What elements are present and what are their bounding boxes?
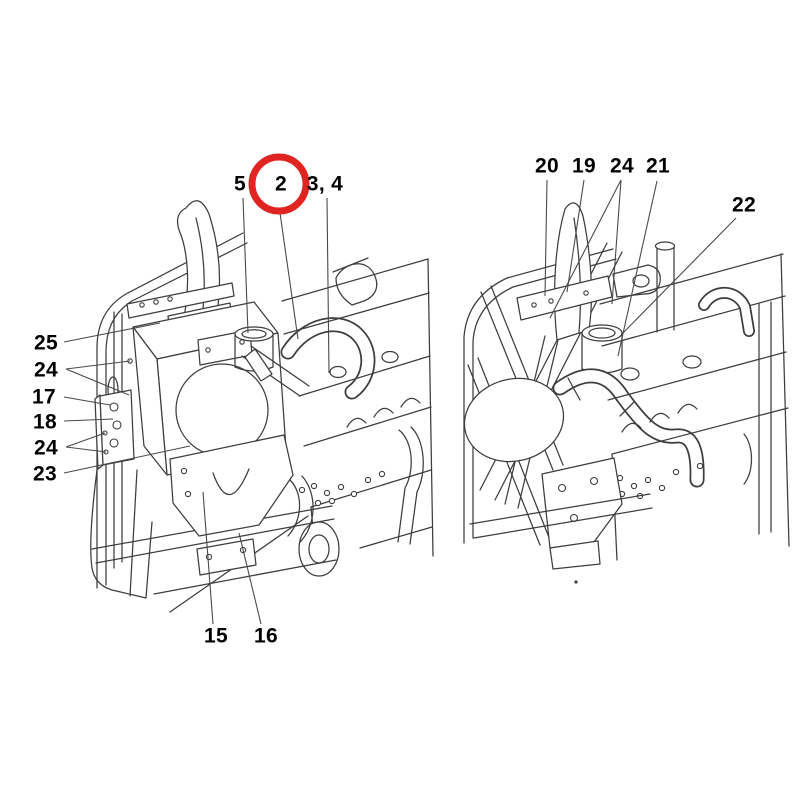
callout-17[interactable]: 17 — [32, 385, 56, 409]
leader-2 — [279, 212, 299, 340]
engine-block — [281, 258, 434, 577]
leader-lines — [63, 179, 737, 625]
exhaust-stack-right — [554, 202, 593, 341]
filler-canister — [581, 324, 623, 374]
leader-24-right — [549, 179, 622, 319]
callout-16[interactable]: 16 — [254, 624, 278, 648]
callout-3-4[interactable]: 3, 4 — [306, 172, 344, 196]
leader-3-4 — [326, 197, 330, 374]
stray-dot — [574, 580, 578, 584]
right-engine-view — [463, 202, 790, 584]
callout-22[interactable]: 22 — [732, 193, 756, 217]
leader-20 — [544, 179, 548, 297]
leader-21 — [617, 180, 658, 357]
callout-24-right[interactable]: 24 — [610, 154, 634, 178]
leader-23 — [63, 445, 191, 474]
pulley-flange — [298, 521, 340, 577]
muffler-mount-plate — [516, 264, 661, 321]
callout-19[interactable]: 19 — [572, 154, 596, 178]
callout-24-upper[interactable]: 24 — [34, 358, 58, 382]
callout-25[interactable]: 25 — [34, 331, 58, 355]
engine-mount-bracket — [91, 434, 337, 595]
filler-neck — [234, 326, 274, 372]
callout-5[interactable]: 5 — [234, 172, 246, 196]
side-mount-bracket — [94, 389, 135, 470]
hose-clamp — [244, 348, 273, 382]
leader-19 — [566, 179, 585, 293]
leader-18 — [63, 418, 114, 422]
callout-21[interactable]: 21 — [646, 154, 670, 178]
callout-20[interactable]: 20 — [535, 154, 559, 178]
elbow-pipe — [335, 263, 378, 306]
callout-15[interactable]: 15 — [204, 624, 228, 648]
highlight-circle — [248, 153, 310, 215]
callout-24-lower[interactable]: 24 — [34, 436, 58, 460]
leader-5 — [242, 197, 249, 334]
leader-15 — [202, 491, 214, 625]
leader-16 — [238, 532, 262, 625]
callout-23[interactable]: 23 — [33, 462, 57, 486]
leader-24-upper — [65, 360, 131, 396]
intake-hose-right — [552, 368, 705, 488]
leader-17 — [63, 396, 111, 406]
leader-24-lower — [65, 432, 107, 453]
callout-18[interactable]: 18 — [33, 410, 57, 434]
leader-22 — [622, 217, 737, 334]
engine-mount-bracket-right — [469, 457, 653, 570]
left-engine-view — [90, 200, 434, 613]
callout-2-highlighted[interactable]: 2 — [275, 172, 287, 196]
air-cleaner-end — [463, 377, 565, 463]
leader-25 — [63, 322, 161, 343]
